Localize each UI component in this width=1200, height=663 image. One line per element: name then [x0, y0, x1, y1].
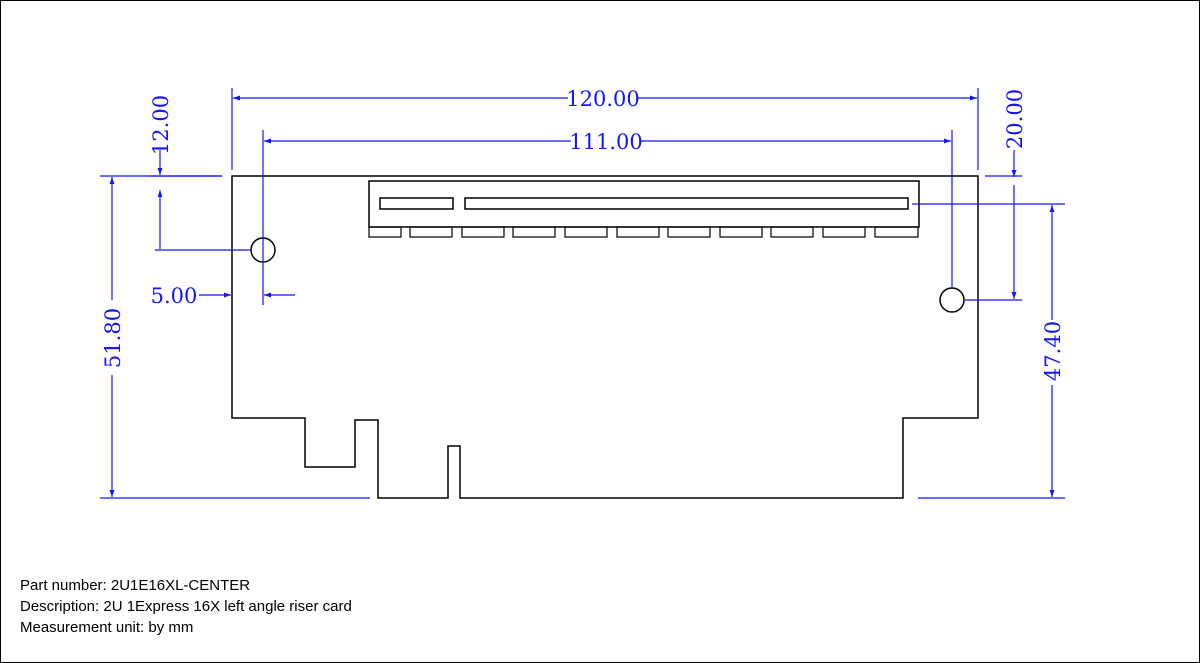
- measurement-unit: Measurement unit: by mm: [20, 619, 194, 636]
- part-description: Description: 2U 1Express 16X left angle …: [20, 598, 352, 615]
- dim-span-label: 111.00: [569, 130, 642, 154]
- slot-pads: [368, 226, 919, 238]
- dim-height-label: 51.80: [101, 308, 125, 368]
- part-info: Part number: 2U1E16XL-CENTER Description…: [20, 575, 352, 638]
- dim-width-label: 120.00: [566, 87, 639, 111]
- board-outline: [231, 175, 979, 499]
- pcie-x16-slot: [368, 180, 920, 228]
- dim-right-label: 20.00: [1003, 89, 1027, 149]
- dim-edge-label: 5.00: [151, 284, 198, 308]
- dim-slot-label: 47.40: [1041, 321, 1065, 381]
- dim-top-label: 12.00: [149, 95, 173, 155]
- part-number: Part number: 2U1E16XL-CENTER: [20, 577, 251, 594]
- mounting-hole-right: [939, 287, 965, 313]
